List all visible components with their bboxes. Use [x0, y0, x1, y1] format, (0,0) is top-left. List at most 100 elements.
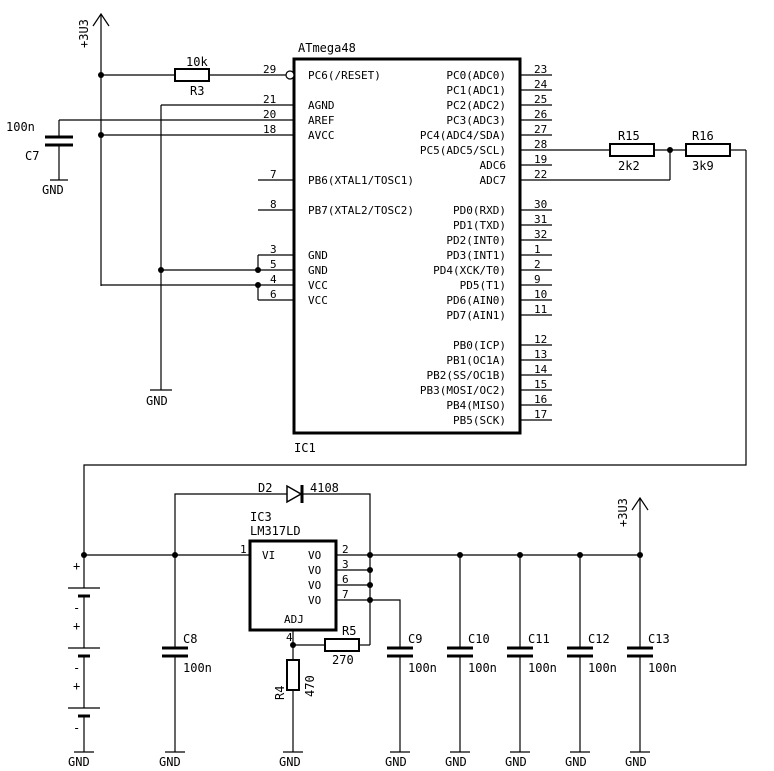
c11-ref: C11	[528, 632, 550, 646]
ic1-pin-19-num: 19	[534, 153, 547, 166]
c8-value: 100n	[183, 661, 212, 675]
c13-ref: C13	[648, 632, 670, 646]
ic1-pin-18-label: AVCC	[308, 129, 335, 142]
ic1-pin-23-label: PC0(ADC0)	[446, 69, 506, 82]
c12-value: 100n	[588, 661, 617, 675]
capacitor-c12: C12 100n GND	[565, 552, 617, 769]
ic1-pin-17-label: PB5(SCK)	[453, 414, 506, 427]
ic1-pin-21-label: AGND	[308, 99, 335, 112]
ic1-pin-17-num: 17	[534, 408, 547, 421]
ic1-pin-4-num: 4	[270, 273, 277, 286]
ic1-pin-22-num: 22	[534, 168, 547, 181]
ic1-pin-18-num: 18	[263, 123, 276, 136]
battery-gnd-label: GND	[68, 755, 90, 769]
ic1-pin-13-num: 13	[534, 348, 547, 361]
battery-plus-2: +	[73, 619, 80, 633]
ic1-pin-7-num: 7	[270, 168, 277, 181]
battery-minus-2: -	[73, 661, 80, 675]
battery-minus-3: -	[73, 721, 80, 735]
ic3-pin-1: 1	[240, 543, 247, 556]
battery-minus-1: -	[73, 601, 80, 615]
ic3-ref: IC3	[250, 510, 272, 524]
c11-gnd: GND	[505, 755, 527, 769]
r4-gnd: GND	[279, 755, 301, 769]
vcc-rail-ic1	[101, 282, 261, 288]
ic1-ref: IC1	[294, 441, 316, 455]
capacitor-c8: C8 100n GND	[159, 555, 212, 769]
ic1-pin-29-label: PC6(/RESET)	[308, 69, 381, 82]
ic3-pin-4: 4	[286, 631, 293, 644]
ic1-pin-30-num: 30	[534, 198, 547, 211]
ic1-pin-32-num: 32	[534, 228, 547, 241]
ic1-pin-32-label: PD2(INT0)	[446, 234, 506, 247]
ic1-pin-29-num: 29	[263, 63, 276, 76]
ic3-vo-label-3: VO	[308, 564, 321, 577]
c7-gnd: GND	[42, 183, 64, 197]
c7-ref: C7	[25, 149, 39, 163]
ic1-pin-31-label: PD1(TXD)	[453, 219, 506, 232]
ic1-pin-27-label: PC4(ADC4/SDA)	[420, 129, 506, 142]
ic1-pin-10-label: PD6(AIN0)	[446, 294, 506, 307]
ic1-pin-23-num: 23	[534, 63, 547, 76]
ic1-pin-16-num: 16	[534, 393, 547, 406]
resistor-r3: 10k R3	[98, 55, 258, 98]
c9-value: 100n	[408, 661, 437, 675]
r4-ref: R4	[273, 686, 287, 700]
ic1-pin-2-label: PD4(XCK/T0)	[433, 264, 506, 277]
resistor-r4: R4 470 GND	[273, 645, 317, 769]
ic1-pin-15-num: 15	[534, 378, 547, 391]
ic1-pin-16-label: PB4(MISO)	[446, 399, 506, 412]
ic1-gnd-label: GND	[146, 394, 168, 408]
r15-value: 2k2	[618, 159, 640, 173]
ic3-pin-2: 2	[342, 543, 349, 556]
ic3-pin-7: 7	[342, 588, 349, 601]
c12-gnd: GND	[565, 755, 587, 769]
ic1-pin-22-label: ADC7	[480, 174, 507, 187]
ic1-pin-11-num: 11	[534, 303, 547, 316]
c8-ref: C8	[183, 632, 197, 646]
ic1-left-pins: 29 PC6(/RESET) 21 AGND 20 AREF 18 AVCC 7…	[257, 63, 414, 307]
ic1-pin-6-num: 6	[270, 288, 277, 301]
ic1-pin-31-num: 31	[534, 213, 547, 226]
capacitor-c10: C10 100n GND	[445, 552, 497, 769]
ic1-pin-13-label: PB1(OC1A)	[446, 354, 506, 367]
diode-d2: D2 4108	[174, 481, 371, 555]
r3-ref: R3	[190, 84, 204, 98]
c13-gnd: GND	[625, 755, 647, 769]
resistor-r15: R15 2k2	[609, 129, 686, 173]
ic1-name: ATmega48	[298, 41, 356, 55]
ic1-pin-15-label: PB3(MOSI/OC2)	[420, 384, 506, 397]
supply-3v3-bottom-label: +3U3	[616, 498, 630, 527]
ic1-pin-1-num: 1	[534, 243, 541, 256]
ic3-vo-label-2: VO	[308, 549, 321, 562]
ic1-pin-24-num: 24	[534, 78, 548, 91]
ic1-pin-27-num: 27	[534, 123, 547, 136]
ic1-pin-21-num: 21	[263, 93, 276, 106]
capacitor-c9: C9 100n GND	[370, 599, 437, 769]
resistor-r5: R5 270	[290, 624, 370, 667]
c10-value: 100n	[468, 661, 497, 675]
r16-value: 3k9	[692, 159, 714, 173]
battery-plus-3: +	[73, 679, 80, 693]
ic1-pin-19-label: ADC6	[480, 159, 507, 172]
ic1-pin-14-label: PB2(SS/OC1B)	[427, 369, 506, 382]
ic1-pin-9-label: PD5(T1)	[460, 279, 506, 292]
ic3-pin-3: 3	[342, 558, 349, 571]
ic1-pin-30-label: PD0(RXD)	[453, 204, 506, 217]
c10-gnd: GND	[445, 755, 467, 769]
capacitor-c7: 100n C7 GND	[6, 119, 258, 197]
ic1-pin-3-num: 3	[270, 243, 277, 256]
c8-gnd: GND	[159, 755, 181, 769]
ic1-pin-9-num: 9	[534, 273, 541, 286]
capacitor-c13: C13 100n GND	[625, 555, 677, 769]
c9-ref: C9	[408, 632, 422, 646]
c12-ref: C12	[588, 632, 610, 646]
ic1-pin-12-label: PB0(ICP)	[453, 339, 506, 352]
supply-3v3-top-label: +3U3	[77, 19, 91, 48]
supply-3v3-top: +3U3	[77, 12, 110, 286]
ic3-adj-label: ADJ	[284, 613, 304, 626]
battery-plus-1: +	[73, 559, 80, 573]
resistor-r16: R16 3k9	[685, 129, 746, 173]
ic3-vo-label-6: VO	[308, 579, 321, 592]
c13-value: 100n	[648, 661, 677, 675]
